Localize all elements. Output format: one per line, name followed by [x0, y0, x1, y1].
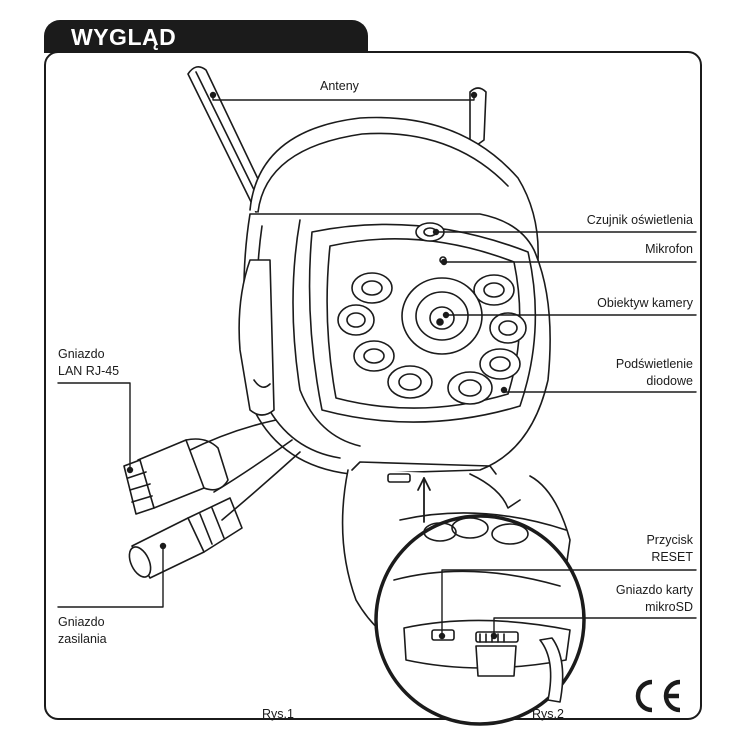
reset-button-detail — [431, 629, 455, 641]
label-lan-line2: LAN RJ-45 — [58, 364, 120, 378]
label-camera-lens: Obiektyw kamery — [597, 296, 693, 310]
camera-lens — [401, 277, 483, 355]
label-sd-line1: Gniazdo karty — [615, 583, 693, 597]
label-ir-leds-line1: Podświetlenie — [615, 357, 693, 371]
label-ir-leds-line2: diodowe — [646, 374, 693, 388]
label-microphone: Mikrofon — [645, 242, 693, 256]
content-frame — [44, 51, 702, 720]
cables — [123, 419, 521, 579]
figure-label-2: Rys.2 — [532, 707, 564, 721]
label-antennas: Anteny — [320, 79, 359, 93]
label-power-line2: zasilania — [58, 632, 107, 646]
title-tab — [44, 20, 368, 53]
label-light-sensor: Czujnik oświetlenia — [586, 213, 693, 227]
ir-led-ring — [337, 272, 527, 405]
label-reset-line1: Przycisk — [646, 533, 693, 547]
figure-label-1: Rys.1 — [262, 707, 294, 721]
antenna-right — [469, 87, 487, 151]
callout-lines — [57, 91, 697, 640]
ce-mark-icon — [635, 679, 681, 713]
label-reset-line2: RESET — [651, 550, 693, 564]
label-sd-line2: mikroSD — [645, 600, 693, 614]
section-title: WYGLĄD — [71, 24, 177, 50]
sd-slot-detail — [475, 631, 519, 643]
detail-zoom-circle — [374, 477, 586, 726]
label-power-line1: Gniazdo — [58, 615, 105, 629]
label-lan-line1: Gniazdo — [58, 347, 105, 361]
